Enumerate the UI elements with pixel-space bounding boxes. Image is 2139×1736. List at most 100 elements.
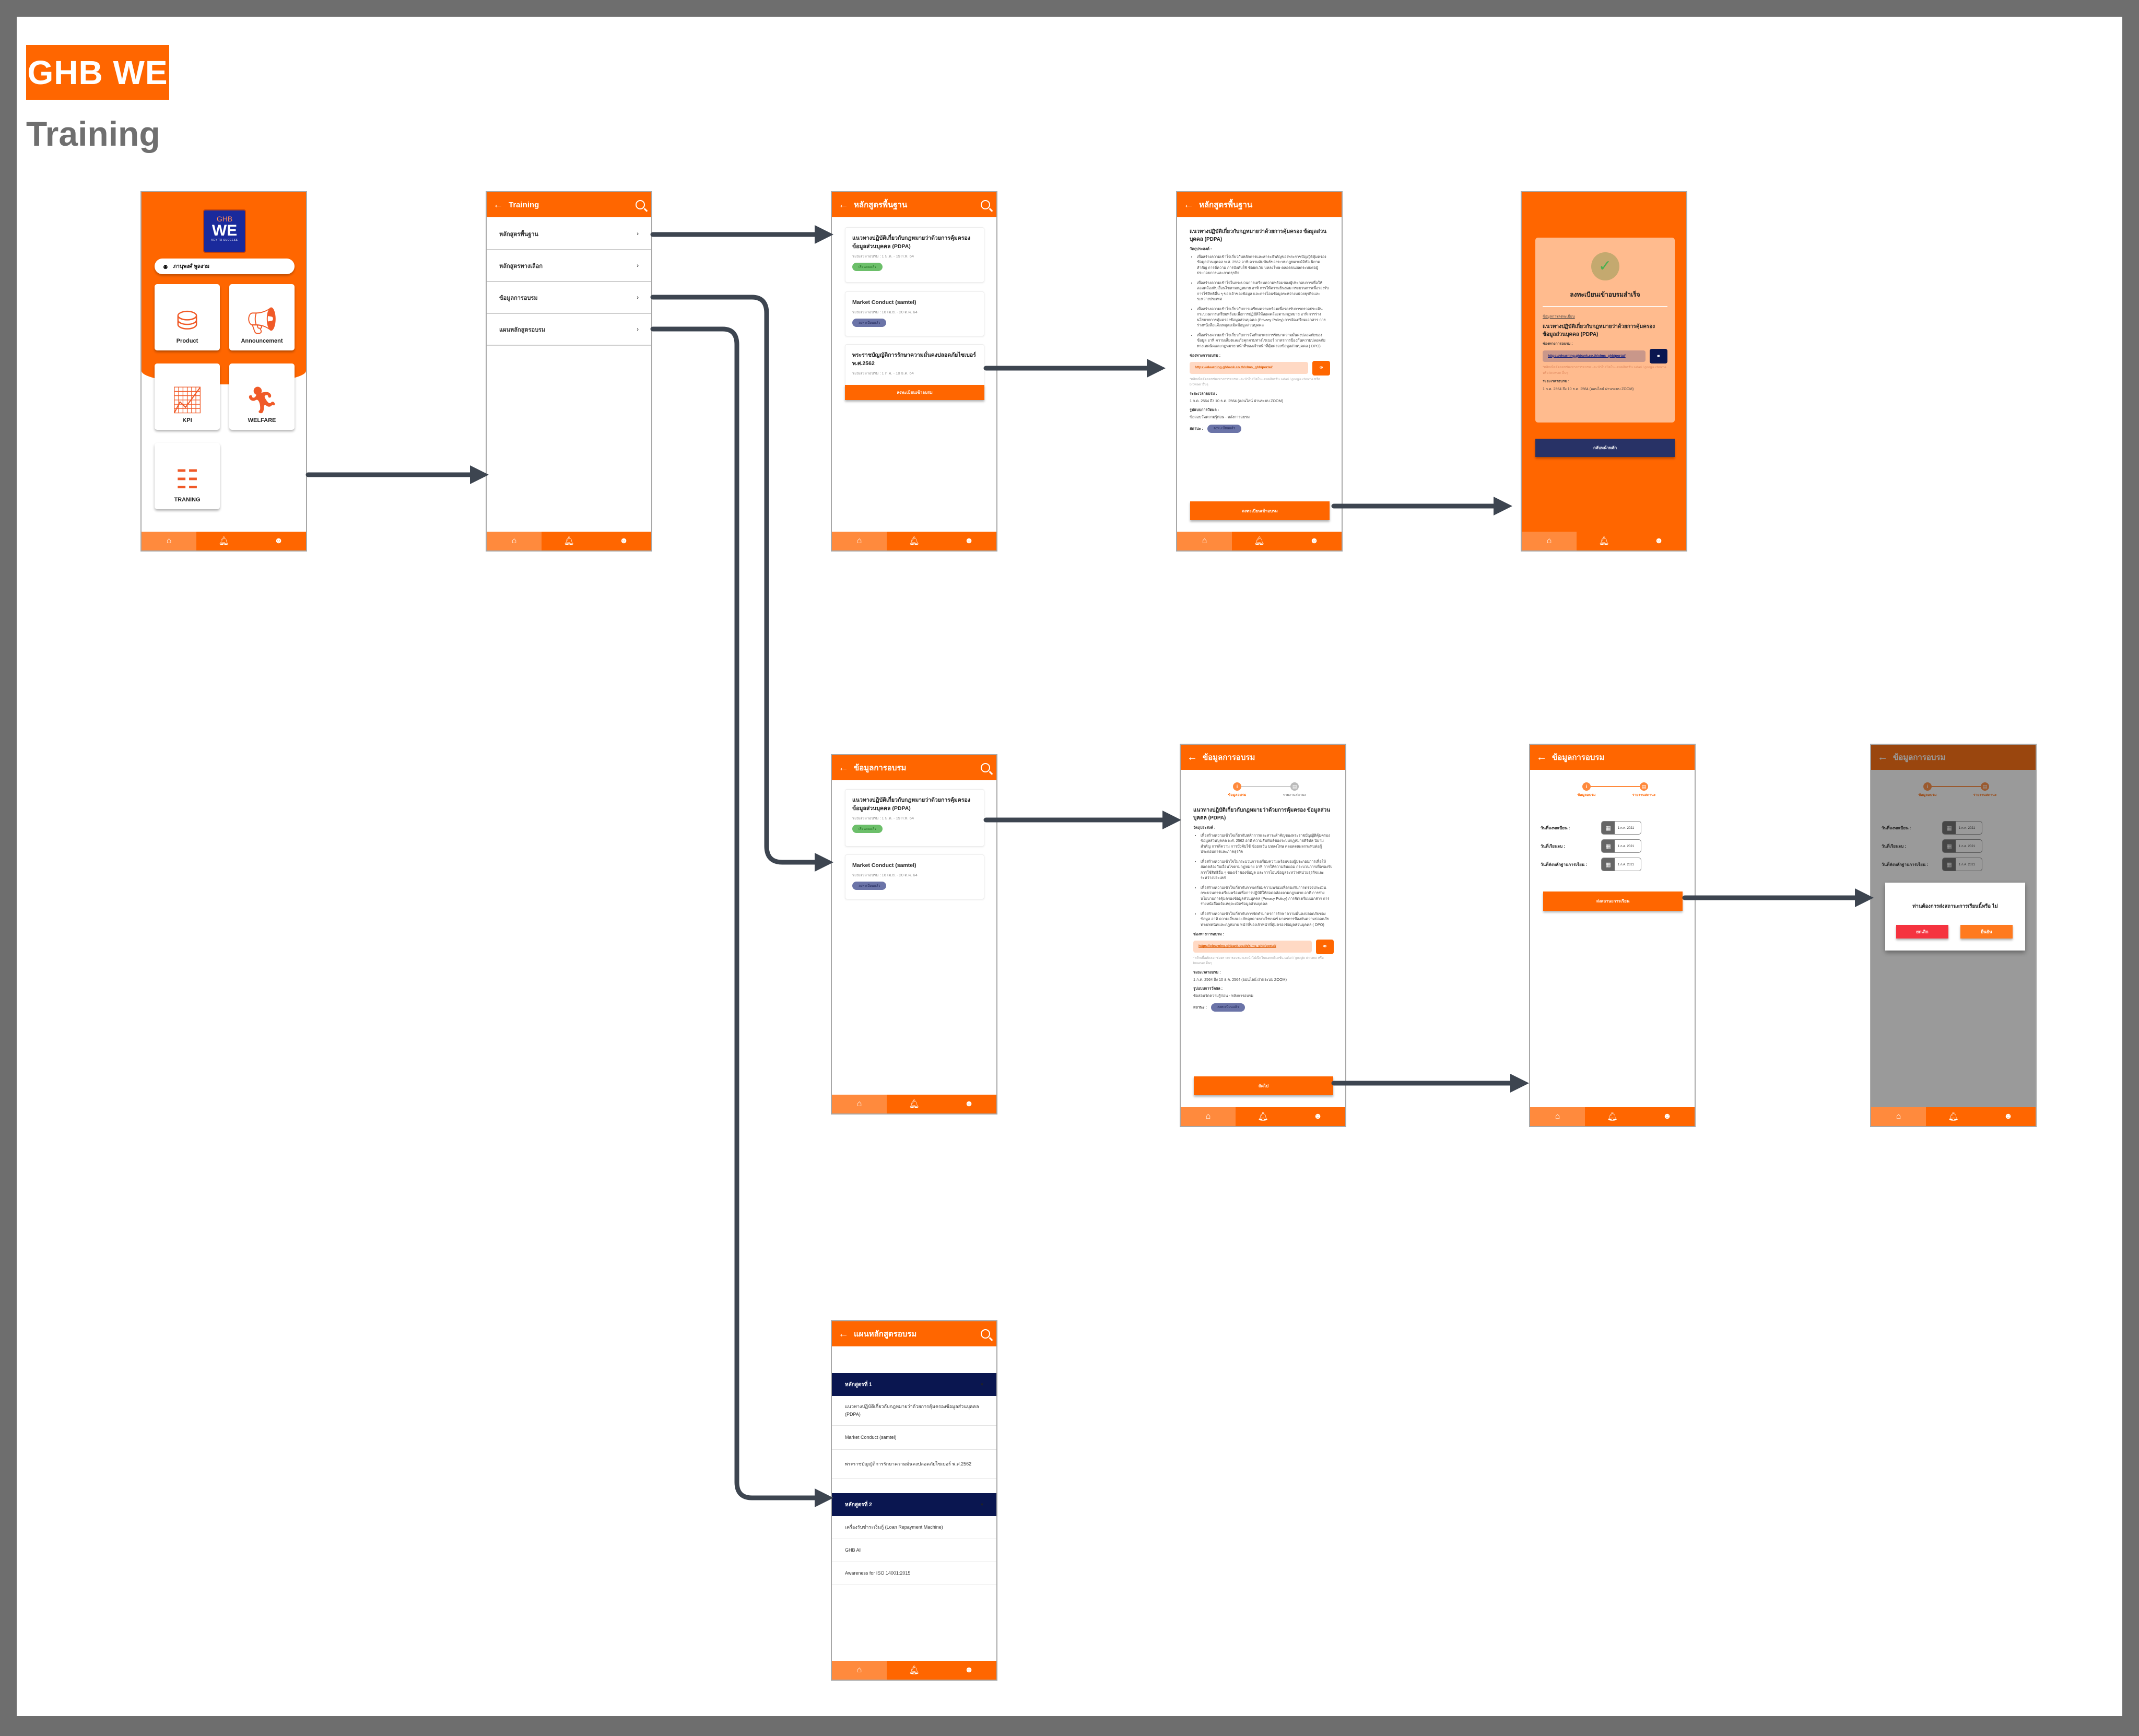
copy-link-button[interactable]: ⚭ <box>1316 939 1334 954</box>
course-card[interactable]: Market Conduct (samtel) ระยะเวลาอบรม : 1… <box>845 291 984 336</box>
nav-profile-button[interactable]: ☻ <box>251 532 306 550</box>
nav-home-button[interactable]: ⌂ <box>832 1095 887 1113</box>
nav-profile-button[interactable]: ☻ <box>1981 1107 2036 1126</box>
nav-notifications-button[interactable]: 🔔︎ <box>887 1095 942 1113</box>
objective-item: เพื่อสร้างความเข้าใจเกี่ยวกับหลักการและส… <box>1197 254 1330 276</box>
nav-home-button[interactable]: ⌂ <box>832 532 887 550</box>
course-card[interactable]: แนวทางปฏิบัติเกี่ยวกับกฎหมายว่าด้วยการคุ… <box>845 227 984 283</box>
course-group-header[interactable]: หลักสูตรที่ 2▾ <box>832 1493 996 1516</box>
plan-list-item[interactable]: พระราชบัญญัติการรักษาความมั่นคงปลอดภัยไซ… <box>832 1450 996 1479</box>
document-icon: ▤ <box>1640 782 1648 791</box>
nav-home-button[interactable]: ⌂ <box>832 1661 887 1680</box>
bell-icon: 🔔︎ <box>1254 537 1265 546</box>
nav-home-button[interactable]: ⌂ <box>487 532 542 550</box>
nav-home-button[interactable]: ⌂ <box>1871 1107 1926 1126</box>
user-profile-pill[interactable]: ☻ ภานุพงศ์ พูลงาม <box>155 259 295 274</box>
search-icon[interactable] <box>981 763 990 772</box>
nav-profile-button[interactable]: ☻ <box>942 1095 996 1113</box>
back-home-button[interactable]: กลับหน้าหลัก <box>1535 439 1675 457</box>
nav-notifications-button[interactable]: 🔔︎ <box>542 532 596 550</box>
registration-date-picker[interactable]: ▦1 ก.ค. 2021 <box>1942 821 1982 835</box>
copy-link-button[interactable]: ⚭ <box>1312 360 1330 376</box>
search-icon[interactable] <box>981 200 990 209</box>
plan-list-item[interactable]: GHB All <box>832 1539 996 1562</box>
nav-profile-button[interactable]: ☻ <box>942 532 996 550</box>
back-arrow-icon[interactable]: ← <box>1536 752 1547 763</box>
back-arrow-icon[interactable]: ← <box>1187 752 1197 763</box>
nav-notifications-button[interactable]: 🔔︎ <box>1236 1107 1290 1126</box>
nav-profile-button[interactable]: ☻ <box>596 532 651 550</box>
tile-announcement[interactable]: 📢︎Announcement <box>229 284 295 350</box>
nav-notifications-button[interactable]: 🔔︎ <box>1585 1107 1640 1126</box>
home-icon: ⌂ <box>511 536 517 545</box>
plan-list-item[interactable]: Market Conduct (samtel) <box>832 1426 996 1450</box>
next-button[interactable]: ถัดไป <box>1194 1076 1333 1095</box>
nav-notifications-button[interactable]: 🔔︎ <box>887 532 942 550</box>
evidence-date-field: วันที่ส่งหลักฐานการเรียน : ▦1 ก.ค. 2021 <box>1882 858 2025 871</box>
confirm-button[interactable]: ยืนยัน <box>1960 925 2013 939</box>
nav-home-button[interactable]: ⌂ <box>1177 532 1232 550</box>
course-card[interactable]: Market Conduct (samtel) ระยะเวลาอบรม : 1… <box>845 854 984 899</box>
course-title: แนวทางปฏิบัติเกี่ยวกับกฎหมายว่าด้วยการคุ… <box>1543 323 1655 337</box>
register-button[interactable]: ลงทะเบียนเข้าอบรม <box>845 385 984 400</box>
registration-date-picker[interactable]: ▦1 ก.ค. 2021 <box>1601 821 1641 835</box>
nav-profile-button[interactable]: ☻ <box>942 1661 996 1680</box>
menu-item-course-plan[interactable]: แผนหลักสูตรอบรม› <box>487 314 651 346</box>
nav-profile-button[interactable]: ☻ <box>1640 1107 1695 1126</box>
user-icon: ☻ <box>965 1665 973 1674</box>
back-arrow-icon[interactable]: ← <box>1183 199 1194 210</box>
status-label: สถานะ : <box>1193 1004 1207 1010</box>
back-arrow-icon[interactable]: ← <box>838 1328 849 1340</box>
step-status-report[interactable]: ▤รายงานสถานะ <box>1274 782 1315 798</box>
tile-product[interactable]: ⛁Product <box>155 284 220 350</box>
evidence-date-picker[interactable]: ▦1 ก.ค. 2021 <box>1601 858 1641 871</box>
tile-label: Product <box>176 338 198 344</box>
plan-list-item[interactable]: Awareness for ISO 14001:2015 <box>832 1562 996 1585</box>
plan-list-item[interactable]: เครื่องรับชำระเงินกู้ (Loan Repayment Ma… <box>832 1516 996 1539</box>
step-status-report[interactable]: ▤รายงานสถานะ <box>1623 782 1665 798</box>
channel-url-link[interactable]: https://elearning.ghbank.co.th/xlms_ghb/… <box>1193 941 1312 953</box>
nav-home-button[interactable]: ⌂ <box>142 532 196 550</box>
nav-profile-button[interactable]: ☻ <box>1631 532 1686 550</box>
channel-url-link[interactable]: https://elearning.ghbank.co.th/xlms_ghb/… <box>1190 362 1308 374</box>
plan-list-item[interactable]: แนวทางปฏิบัติเกี่ยวกับกฎหมายว่าด้วยการคุ… <box>832 1396 996 1426</box>
tile-kpi[interactable]: 📈︎KPI <box>155 363 220 430</box>
course-group-header[interactable]: หลักสูตรที่ 1▾ <box>832 1373 996 1396</box>
back-arrow-icon[interactable]: ← <box>1877 752 1888 763</box>
menu-item-basic-courses[interactable]: หลักสูตรพื้นฐาน› <box>487 218 651 250</box>
completion-date-picker[interactable]: ▦1 ก.ค. 2021 <box>1942 839 1982 853</box>
course-card[interactable]: พระราชบัญญัติการรักษาความมั่นคงปลอดภัยไซ… <box>845 344 984 389</box>
nav-notifications-button[interactable]: 🔔︎ <box>196 532 251 550</box>
completion-date-picker[interactable]: ▦1 ก.ค. 2021 <box>1601 839 1641 853</box>
nav-profile-button[interactable]: ☻ <box>1287 532 1342 550</box>
nav-home-button[interactable]: ⌂ <box>1522 532 1577 550</box>
info-icon: i <box>1582 782 1591 791</box>
submit-status-button[interactable]: ส่งสถานะการเรียน <box>1543 892 1683 911</box>
evidence-date-picker[interactable]: ▦1 ก.ค. 2021 <box>1942 858 1982 871</box>
course-card[interactable]: แนวทางปฏิบัติเกี่ยวกับกฎหมายว่าด้วยการคุ… <box>845 789 984 847</box>
cancel-button[interactable]: ยกเลิก <box>1896 925 1948 939</box>
step-status-report[interactable]: ▤รายงานสถานะ <box>1964 782 2006 798</box>
tile-training[interactable]: ☷TRANING <box>155 443 220 509</box>
menu-item-training-info[interactable]: ข้อมูลการอบรม› <box>487 282 651 314</box>
search-icon[interactable] <box>636 200 645 209</box>
back-arrow-icon[interactable]: ← <box>493 199 503 210</box>
menu-item-elective-courses[interactable]: หลักสูตรทางเลือก› <box>487 250 651 282</box>
copy-link-button[interactable]: ⚭ <box>1650 349 1667 363</box>
channel-url-link[interactable]: https://elearning.ghbank.co.th/xlms_ghb/… <box>1543 350 1646 362</box>
nav-home-button[interactable]: ⌂ <box>1181 1107 1236 1126</box>
nav-notifications-button[interactable]: 🔔︎ <box>1232 532 1287 550</box>
register-button[interactable]: ลงทะเบียนเข้าอบรม <box>1190 501 1330 520</box>
nav-notifications-button[interactable]: 🔔︎ <box>887 1661 942 1680</box>
back-arrow-icon[interactable]: ← <box>838 762 849 773</box>
nav-notifications-button[interactable]: 🔔︎ <box>1577 532 1631 550</box>
tile-welfare[interactable]: 🏃︎WELFARE <box>229 363 295 430</box>
nav-profile-button[interactable]: ☻ <box>1290 1107 1345 1126</box>
nav-notifications-button[interactable]: 🔔︎ <box>1926 1107 1981 1126</box>
nav-home-button[interactable]: ⌂ <box>1530 1107 1585 1126</box>
back-arrow-icon[interactable]: ← <box>838 199 849 210</box>
search-icon[interactable] <box>981 1329 990 1339</box>
